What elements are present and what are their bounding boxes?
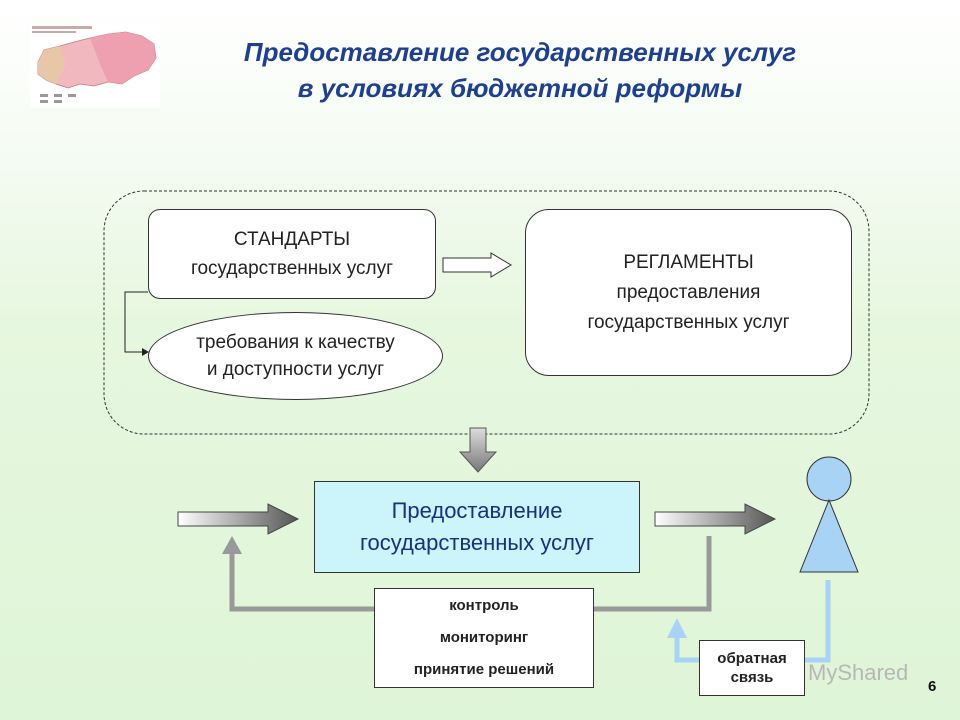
standards-requirements-connector <box>124 291 148 353</box>
requirements-line-2: и доступности услуг <box>206 359 385 380</box>
requirements-line-1: требования к качеству <box>196 332 395 353</box>
page-number: 6 <box>928 678 937 695</box>
control-loop-left <box>229 552 374 612</box>
regulations-heading: РЕГЛАМЕНТЫ <box>623 251 754 273</box>
regulations-line-2: предоставления <box>616 281 761 303</box>
person-icon <box>799 456 859 573</box>
feedback-line <box>805 580 831 663</box>
service-line-2: государственных услуг <box>360 530 594 555</box>
down-arrow <box>458 427 498 473</box>
standards-heading: СТАНДАРТЫ <box>233 229 351 250</box>
decision-item: принятие решений <box>413 661 555 678</box>
control-item: контроль <box>449 597 519 614</box>
watermark: MyShared <box>808 660 909 685</box>
feedback-up-line <box>674 636 699 663</box>
title-line-1: Предоставление государственных услуг <box>243 37 797 67</box>
page-title: Предоставление государственных услуг в у… <box>170 34 870 106</box>
monitoring-item: мониторинг <box>439 629 529 646</box>
control-loop-right <box>594 536 712 612</box>
requirements-ellipse: требования к качеству и доступности услу… <box>148 312 443 400</box>
input-arrow <box>177 503 300 535</box>
feedback-box: обратная связь <box>699 640 805 696</box>
regulations-box: РЕГЛАМЕНТЫ предоставления государственны… <box>525 209 852 376</box>
service-line-1: Предоставление <box>391 498 563 523</box>
standards-subtitle: государственных услуг <box>190 258 394 279</box>
regulations-line-3: государственных услуг <box>587 311 790 333</box>
standards-to-regulations-arrow <box>442 252 512 278</box>
output-arrow <box>654 503 777 535</box>
feedback-line-1: обратная <box>717 650 787 667</box>
feedback-line-2: связь <box>730 669 774 686</box>
standards-box: СТАНДАРТЫ государственных услуг <box>148 209 436 299</box>
control-box: контроль мониторинг принятие решений <box>374 588 594 688</box>
title-line-2: в условиях бюджетной реформы <box>297 73 743 103</box>
russia-map-logo-icon <box>30 24 160 108</box>
service-provision-box: Предоставление государственных услуг <box>314 481 640 573</box>
